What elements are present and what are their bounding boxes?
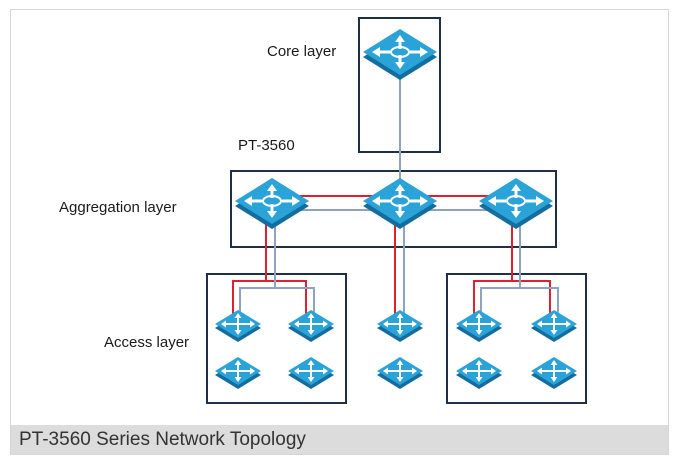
- link-right-gray-a: [480, 215, 521, 315]
- access-switch-9-icon: [456, 357, 502, 389]
- link-left-red-b: [266, 280, 307, 315]
- core-switch-icon: [362, 28, 438, 81]
- link-right-red-b: [512, 280, 551, 315]
- link-left-gray-a: [239, 215, 276, 315]
- access-switch-10-icon: [531, 357, 577, 389]
- aggregation-switch-1-icon: [234, 177, 310, 230]
- link-left-gray-b: [275, 287, 315, 315]
- access-box-left: [206, 273, 347, 404]
- access-switch-1-icon: [215, 310, 261, 342]
- access-switch-4-icon: [288, 357, 334, 389]
- access-switch-8-icon: [531, 310, 577, 342]
- link-right-gray-b: [520, 287, 559, 315]
- link-left-red-a: [232, 215, 267, 315]
- aggregation-switch-3-icon: [478, 177, 554, 230]
- aggregation-switch-2-icon: [362, 177, 438, 230]
- figure-caption: PT-3560 Series Network Topology: [11, 425, 668, 454]
- aggregation-box: [230, 170, 557, 248]
- aggregation-layer-label: Aggregation layer: [59, 199, 177, 216]
- access-switch-2-icon: [288, 310, 334, 342]
- access-box-right: [446, 273, 587, 404]
- access-layer-label: Access layer: [104, 334, 190, 351]
- access-switch-6-icon: [377, 357, 423, 389]
- access-switch-7-icon: [456, 310, 502, 342]
- model-label: PT-3560: [238, 137, 295, 154]
- access-switch-5-icon: [377, 310, 423, 342]
- link-right-red-a: [473, 215, 513, 315]
- access-switch-3-icon: [215, 357, 261, 389]
- core-layer-label: Core layer: [267, 43, 337, 60]
